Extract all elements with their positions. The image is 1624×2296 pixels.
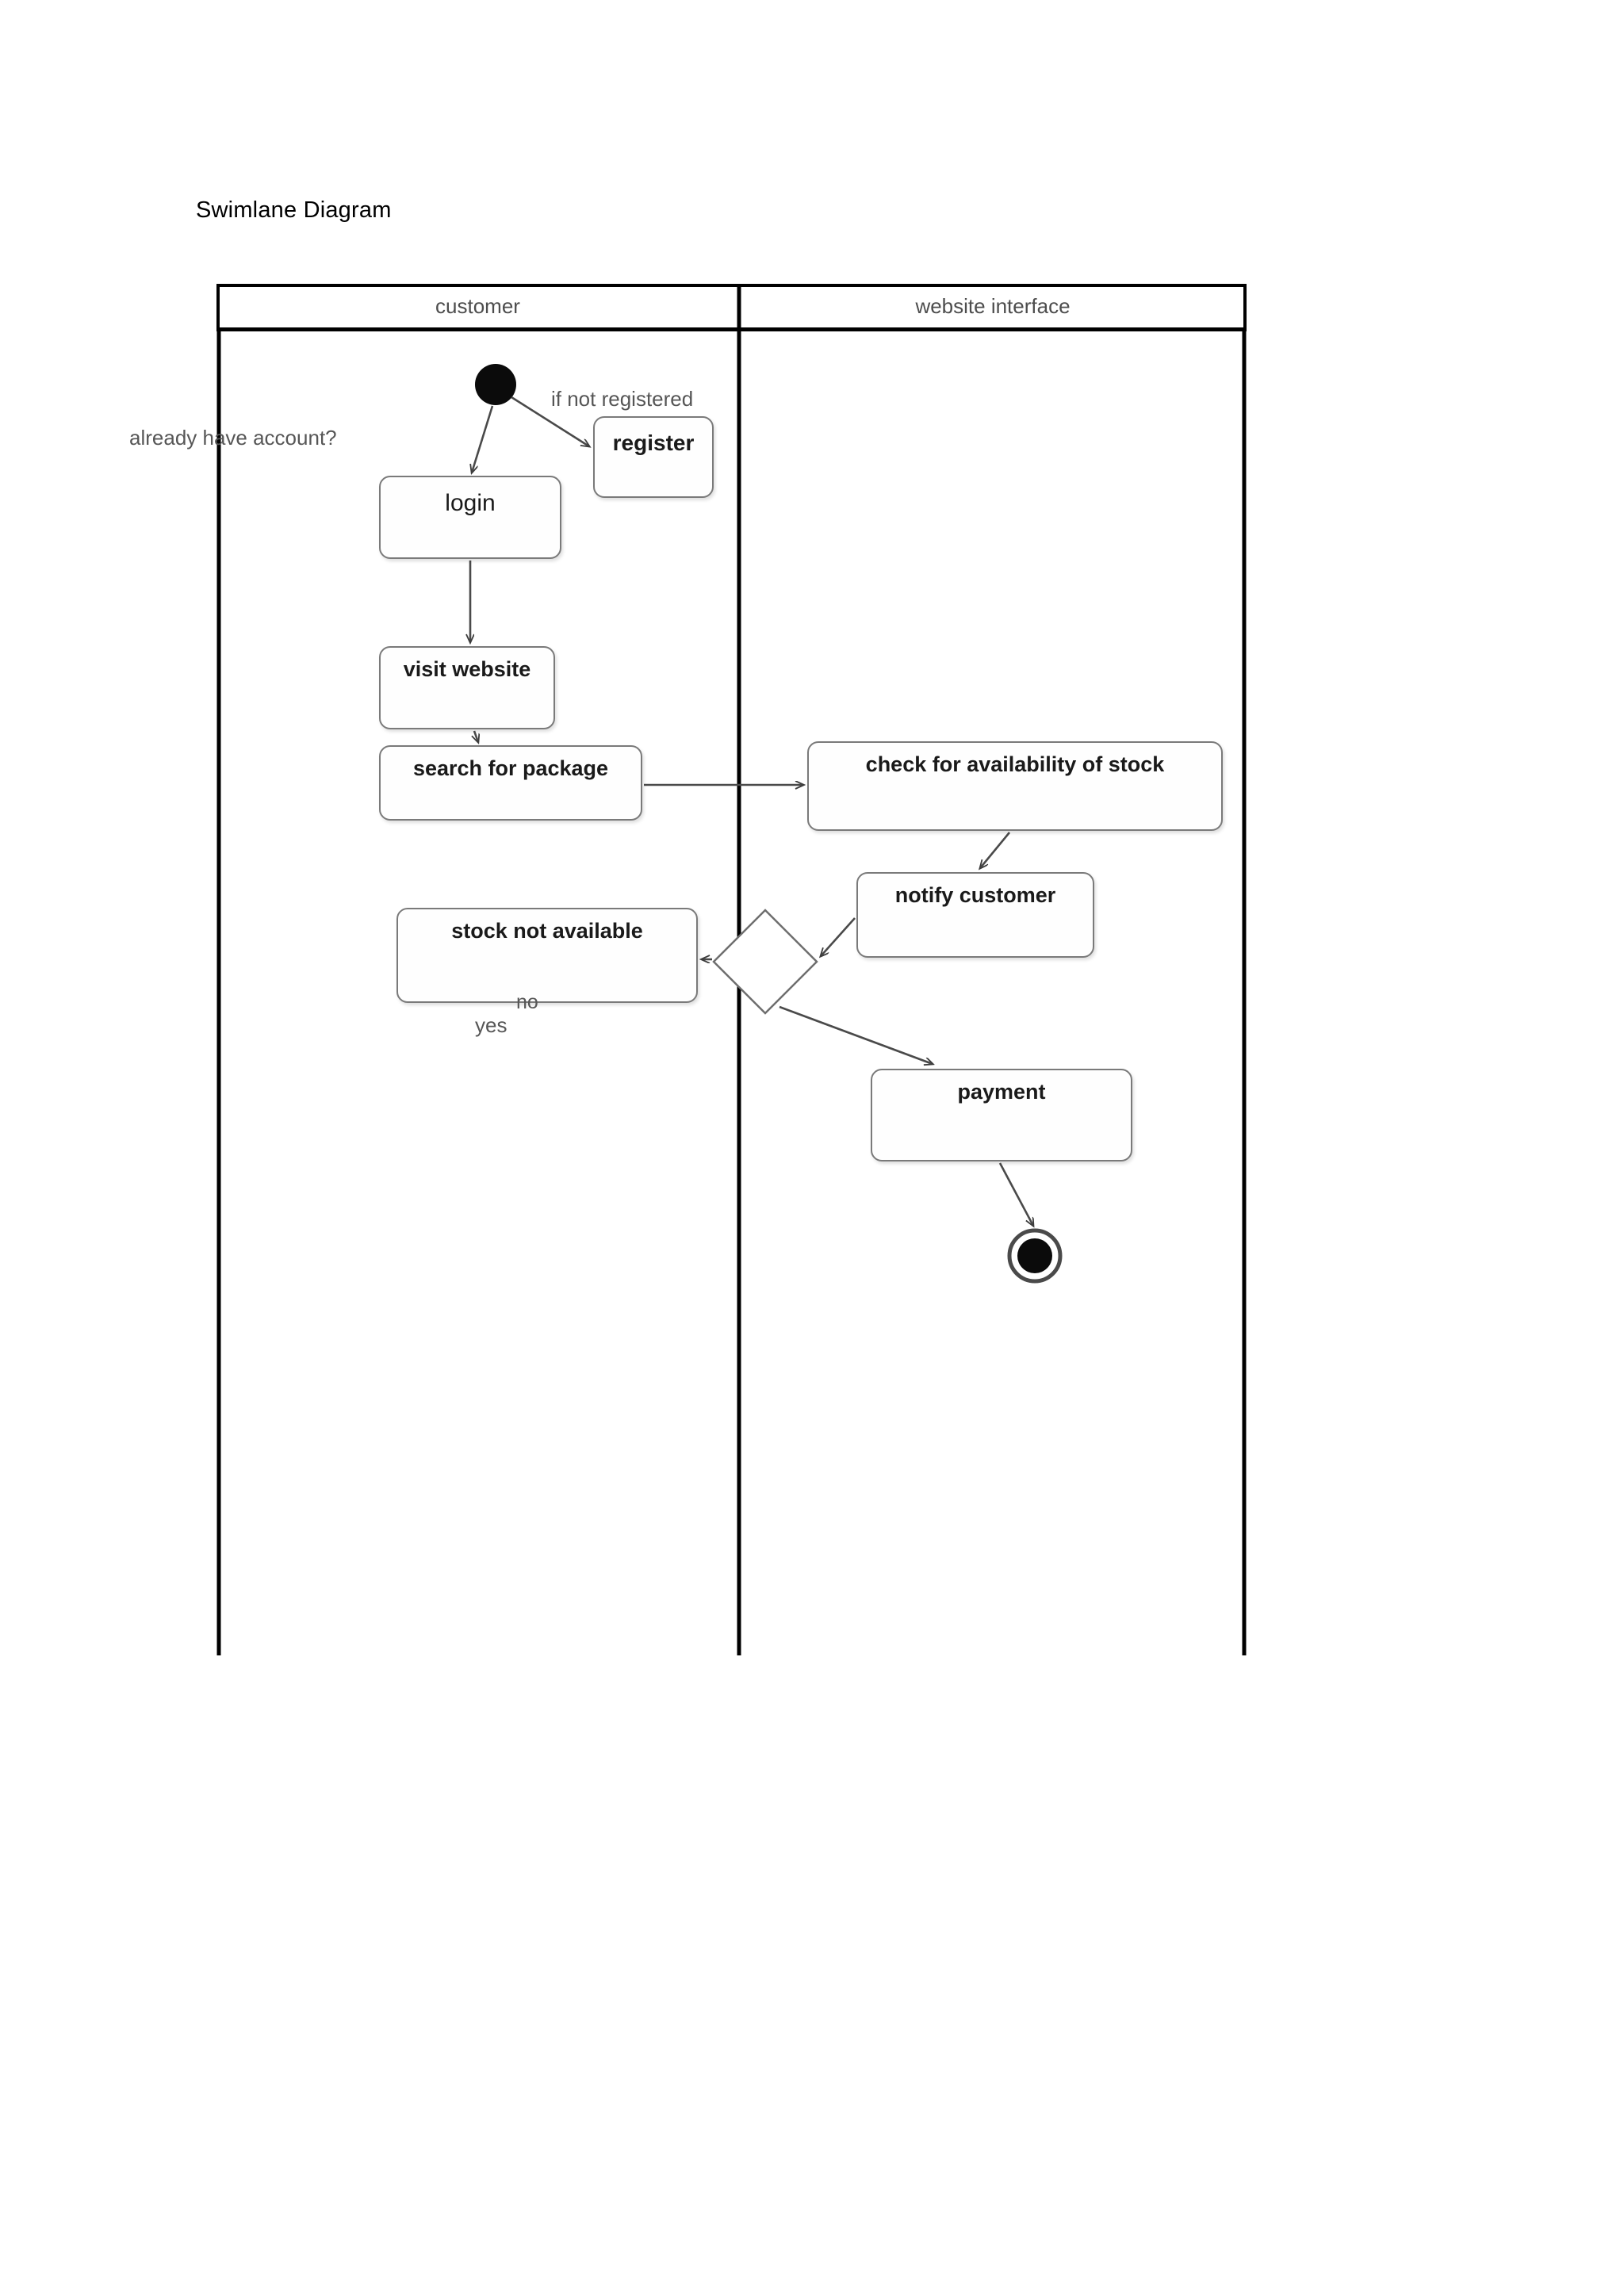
lane-header-customer: customer	[435, 294, 520, 318]
activity-node-check-availability-of-stock-label: check for availability of stock	[865, 752, 1165, 776]
activity-node-payment[interactable]: payment	[871, 1069, 1132, 1161]
edge-label-no: no	[516, 991, 538, 1013]
lane-header-website-interface: website interface	[915, 294, 1071, 318]
activity-node-login[interactable]: login	[379, 476, 561, 559]
edge-label-already-have-account: already have account?	[129, 426, 337, 450]
page-title: Swimlane Diagram	[196, 197, 392, 223]
decision-diamond	[712, 909, 818, 1015]
diagram-vector-layer	[216, 284, 1247, 1655]
edge-notify-to-decision	[821, 917, 856, 956]
swimlane-diagram: customer website interface register logi…	[129, 284, 1247, 1657]
activity-node-register[interactable]: register	[593, 416, 714, 498]
end-node	[1007, 1228, 1063, 1284]
activity-node-search-for-package-label: search for package	[412, 756, 609, 780]
activity-node-notify-customer[interactable]: notify customer	[856, 872, 1094, 958]
activity-node-visit-website[interactable]: visit website	[379, 646, 555, 729]
activity-node-login-label: login	[445, 490, 496, 516]
connectors	[470, 396, 1033, 1226]
activity-node-visit-website-label: visit website	[403, 657, 531, 681]
activity-node-search-for-package[interactable]: search for package	[379, 745, 642, 821]
swimlane-frame	[216, 284, 1247, 1655]
activity-node-stock-not-available[interactable]: stock not available	[396, 908, 698, 1003]
start-node	[475, 364, 516, 405]
edge-visit-to-search	[474, 730, 478, 742]
edge-decision-to-payment	[779, 1005, 933, 1064]
edge-label-if-not-registered: if not registered	[551, 387, 694, 411]
edge-check-to-notify	[980, 832, 1011, 868]
edge-payment-to-end	[998, 1162, 1033, 1226]
activity-node-payment-label: payment	[957, 1080, 1046, 1104]
activity-node-notify-customer-label: notify customer	[894, 883, 1056, 907]
activity-node-register-label: register	[612, 430, 695, 455]
edge-start-to-login	[472, 405, 494, 473]
activity-node-stock-not-available-label: stock not available	[451, 919, 643, 943]
edge-start-to-register	[511, 396, 589, 446]
activity-node-check-availability-of-stock[interactable]: check for availability of stock	[807, 741, 1223, 831]
edge-label-yes: yes	[475, 1013, 508, 1037]
